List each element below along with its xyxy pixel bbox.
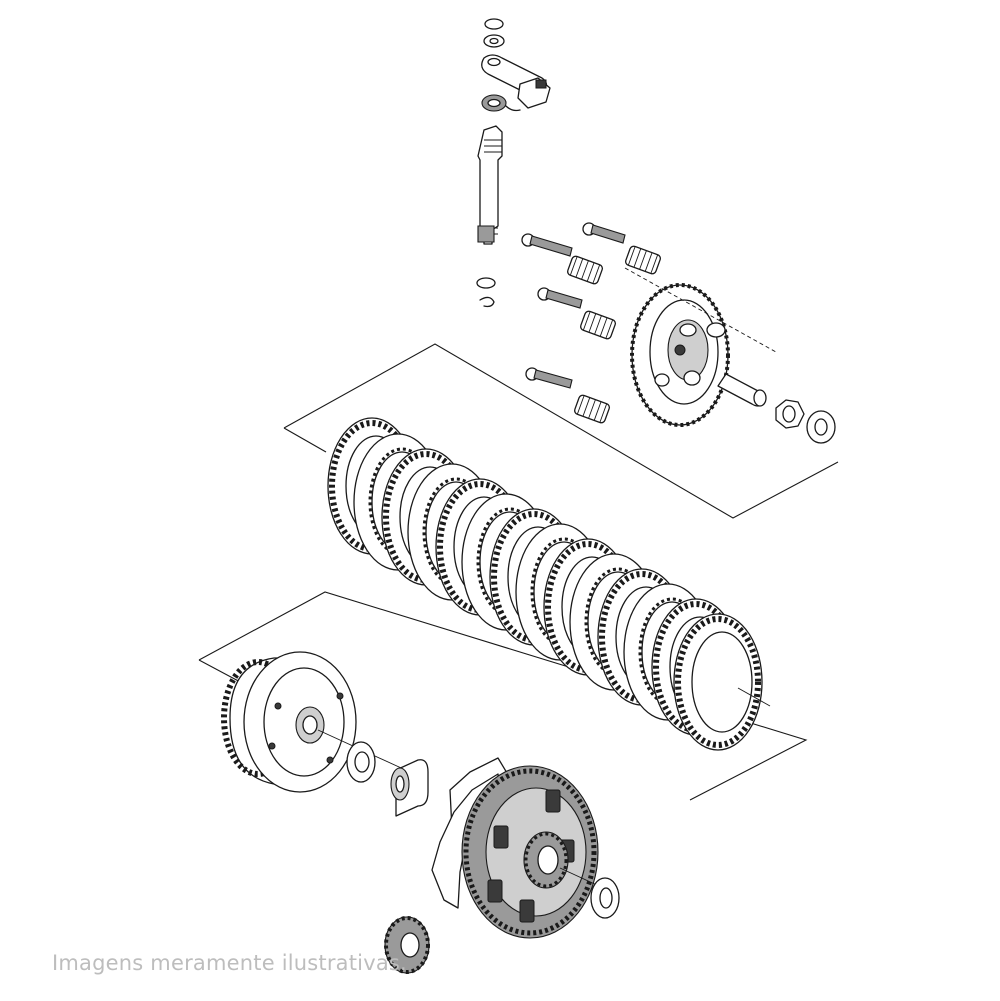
primary-drive-gear — [384, 916, 430, 974]
shaft-washer — [476, 277, 496, 289]
clutch-spring — [580, 310, 616, 340]
top-circlip — [484, 18, 504, 30]
clutch-spring — [625, 245, 661, 275]
housing-washer — [590, 877, 620, 919]
clutch-spring — [567, 255, 603, 285]
clutch-housing — [431, 757, 599, 939]
bolt — [537, 287, 583, 309]
shaft-circlip — [479, 296, 495, 308]
hub-nut — [775, 399, 805, 429]
pressure-group-frame — [283, 343, 839, 519]
friction-plate — [673, 613, 763, 751]
lock-washer — [806, 410, 836, 444]
pressure-plate — [630, 283, 730, 427]
release-lever-assembly — [476, 18, 551, 308]
bolt — [521, 233, 573, 257]
clutch-spring — [574, 394, 610, 424]
clutch-springs — [567, 245, 661, 424]
thrust-washer — [346, 741, 376, 783]
clutch-center-hub — [221, 651, 357, 793]
pressure-bolts — [521, 222, 626, 389]
clutch-bushing — [390, 759, 429, 817]
shaft-gear-tip — [477, 225, 495, 243]
top-washer — [483, 34, 505, 48]
push-rod — [717, 373, 767, 407]
bolt — [525, 367, 573, 389]
disclaimer-caption: Imagens meramente ilustrativas. — [52, 951, 407, 975]
bolt — [582, 222, 626, 244]
clutch-plates — [327, 417, 763, 751]
